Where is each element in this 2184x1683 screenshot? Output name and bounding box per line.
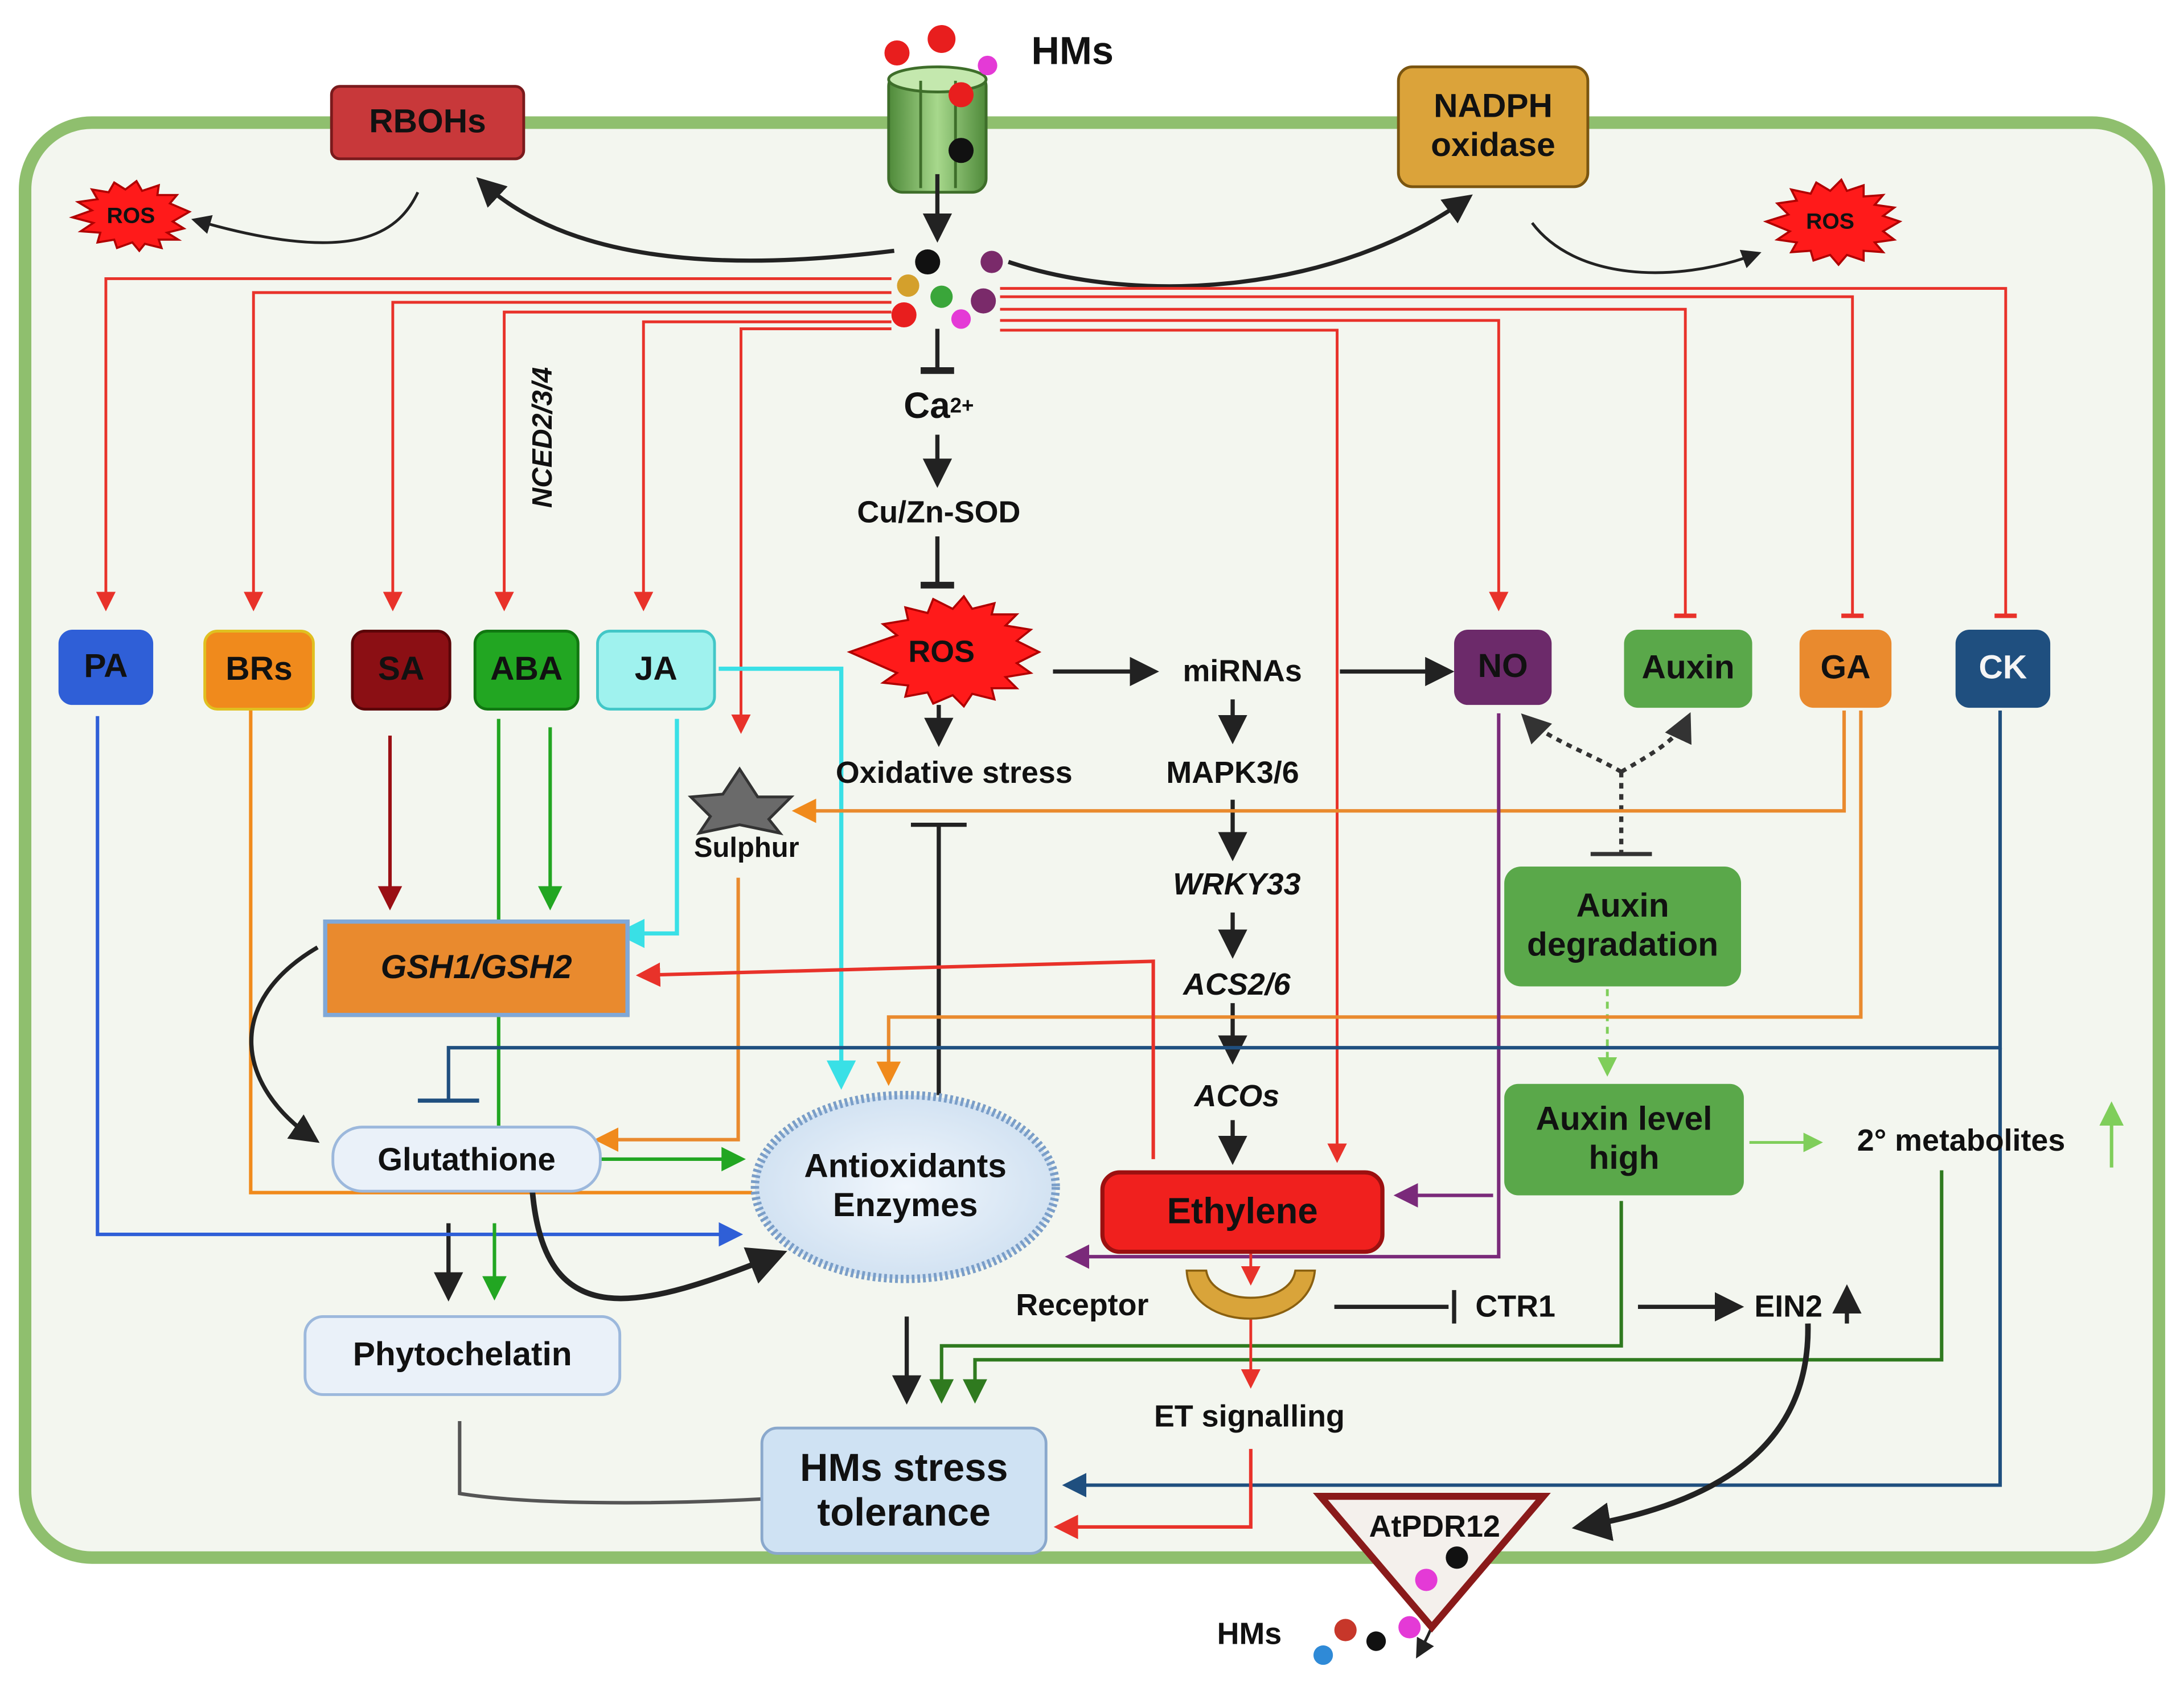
- ros-right-burst: [1763, 178, 1903, 266]
- ros-center-label: ROS: [908, 634, 975, 670]
- et-signalling-label: ET signalling: [1153, 1399, 1345, 1434]
- hms-particles-bottom: [1313, 1546, 1468, 1665]
- cell-membrane: [19, 116, 2165, 1564]
- acs-label: ACS2/6: [1183, 967, 1291, 1003]
- glutathione-box: Glutathione: [331, 1126, 602, 1193]
- hms-particles-cytoplasm: [891, 249, 1003, 329]
- antioxidants-ellipse: [750, 1091, 1060, 1283]
- antioxidants-label: Antioxidants Enzymes: [804, 1148, 1007, 1225]
- mapk-label: MAPK3/6: [1166, 756, 1299, 791]
- sulphur-label: Sulphur: [693, 832, 799, 863]
- nadph-label: NADPH oxidase: [1431, 88, 1555, 165]
- metabolites-label: 2° metabolites: [1857, 1123, 2066, 1159]
- receptor-shape: [1185, 1269, 1316, 1320]
- hormone-ga: GA: [1799, 630, 1892, 708]
- ros-left-burst: [69, 179, 192, 253]
- ros-center-burst: [847, 594, 1042, 708]
- hormone-no: NO: [1454, 630, 1552, 705]
- hormone-ck: CK: [1955, 630, 2051, 708]
- hormone-brs: BRs: [203, 630, 315, 711]
- nced-label: NCED2/3/4: [527, 367, 558, 508]
- ion-channel: [887, 65, 988, 194]
- receptor-label: Receptor: [1016, 1287, 1149, 1323]
- gsh-box: GSH1/GSH2: [323, 920, 630, 1017]
- nadph-box: [1397, 65, 1590, 188]
- hms-bottom-label: HMs: [1217, 1616, 1282, 1652]
- ros-left-label: ROS: [106, 204, 155, 228]
- hormone-aba: ABA: [473, 630, 580, 711]
- hormone-pa: PA: [58, 630, 154, 705]
- hormone-sa: SA: [351, 630, 451, 711]
- hms-tolerance-box: HMs stress tolerance: [760, 1426, 1048, 1555]
- hms-top-label: HMs: [1031, 29, 1114, 73]
- phytochelatin-box: Phytochelatin: [303, 1315, 622, 1396]
- mirnas-label: miRNAs: [1183, 654, 1302, 689]
- hormone-ja: JA: [596, 630, 716, 711]
- atpdr12-transporter: [1312, 1492, 1551, 1633]
- cuzn-sod-label: Cu/Zn-SOD: [857, 495, 1021, 530]
- acos-label: ACOs: [1194, 1078, 1280, 1114]
- ethylene-box: Ethylene: [1100, 1170, 1385, 1254]
- auxin-level-high-box: Auxin level high: [1504, 1083, 1744, 1196]
- hormone-auxin: Auxin: [1624, 630, 1752, 708]
- ein2-label: EIN2: [1754, 1289, 1822, 1324]
- rbohs-label: RBOHs: [369, 103, 486, 141]
- oxidative-stress-label: Oxidative stress: [835, 756, 1073, 791]
- ros-right-label: ROS: [1806, 210, 1854, 234]
- atpdr12-label: AtPDR12: [1369, 1509, 1500, 1545]
- hm-to-hormone-lines: [96, 277, 2017, 1163]
- sulphur-icon: [687, 766, 795, 836]
- rbohs-box: [330, 85, 526, 161]
- hms-particles-top: [884, 25, 997, 163]
- wrky-label: WRKY33: [1173, 867, 1301, 902]
- auxin-degradation-box: Auxin degradation: [1504, 867, 1741, 987]
- ctr1-label: CTR1: [1475, 1289, 1555, 1324]
